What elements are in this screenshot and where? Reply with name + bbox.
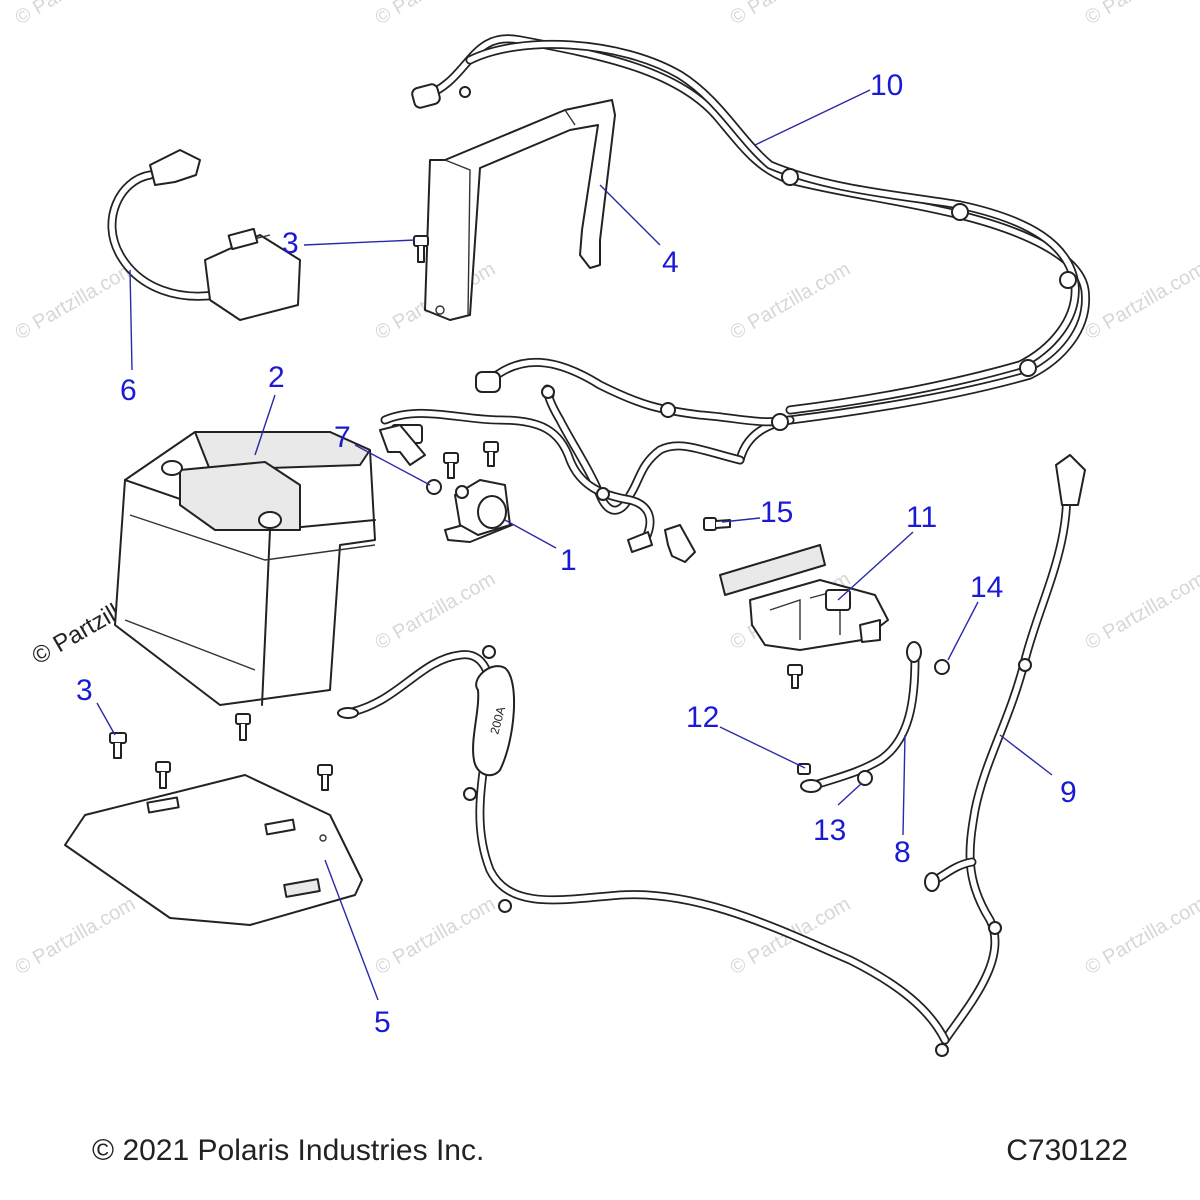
bolt[interactable] <box>443 452 459 479</box>
ring-terminal <box>411 83 441 109</box>
watermark: © Partzilla.com <box>1082 0 1200 29</box>
watermark: © Partzilla.com <box>12 0 140 29</box>
ring-terminal <box>627 531 653 553</box>
watermark: © Partzilla.com <box>727 0 855 29</box>
copyright-notice: © 2021 Polaris Industries Inc. <box>92 1134 485 1167</box>
bolt[interactable] <box>109 732 127 759</box>
leader-lines <box>96 89 1053 1001</box>
callout-2: 2 <box>268 361 285 394</box>
callout-9: 9 <box>1060 776 1077 809</box>
bolt[interactable] <box>235 713 251 741</box>
callout-1: 1 <box>560 544 577 577</box>
cable-clip <box>660 402 676 418</box>
callouts: 1 2 3 3 4 5 6 7 8 9 10 11 12 13 14 15 <box>76 69 1077 1039</box>
callout-10: 10 <box>870 69 903 102</box>
watermark: © Partzilla.com <box>372 0 500 29</box>
main-harness[interactable] <box>380 34 1091 553</box>
bolt[interactable] <box>787 664 803 689</box>
callout-11: 11 <box>906 501 937 534</box>
cable-clip <box>1019 359 1037 377</box>
starter-solenoid[interactable] <box>444 479 513 543</box>
terminal-bracket[interactable] <box>664 524 696 563</box>
bracket-small[interactable] <box>379 424 426 466</box>
nut[interactable] <box>857 770 873 786</box>
watermark: © Partzilla.com <box>1082 258 1200 344</box>
nut[interactable] <box>426 479 442 495</box>
callout-14: 14 <box>970 571 1003 604</box>
watermark: © Partzilla.com <box>12 258 140 344</box>
battery-tray-plate[interactable] <box>64 774 363 926</box>
cable-clip <box>541 385 555 399</box>
positive-battery-cable[interactable] <box>924 454 1086 1057</box>
inline-fuse <box>472 665 515 777</box>
ground-strap[interactable] <box>800 641 922 793</box>
watermark: © Partzilla.com <box>1082 893 1200 979</box>
battery-terminal <box>161 460 183 476</box>
watermark: © Partzilla.com <box>372 568 500 654</box>
battery[interactable] <box>114 431 376 706</box>
bolt[interactable] <box>155 761 171 789</box>
battery-terminal <box>258 511 282 529</box>
callout-6: 6 <box>120 374 137 407</box>
fuse-relay-block[interactable] <box>719 544 889 651</box>
ring-terminal <box>475 371 501 393</box>
watermark: © Partzilla.com <box>727 258 855 344</box>
callout-4: 4 <box>662 246 679 279</box>
callout-8: 8 <box>894 836 911 869</box>
drawing-number: C730122 <box>1006 1134 1128 1167</box>
callout-7: 7 <box>334 421 351 454</box>
callout-3-upper: 3 <box>282 227 299 260</box>
watermark: © Partzilla.com <box>1082 568 1200 654</box>
callout-3-lower: 3 <box>76 674 93 707</box>
callout-15: 15 <box>760 496 793 529</box>
nut[interactable] <box>934 659 950 675</box>
bolt[interactable] <box>703 517 731 531</box>
cable-clip <box>951 203 969 221</box>
watermark: © Partzilla.com <box>372 893 500 979</box>
bolt[interactable] <box>413 235 429 263</box>
cable-clip <box>459 86 471 98</box>
watermark: © Partzilla.com <box>12 893 140 979</box>
cable-clip <box>596 487 610 501</box>
callout-5: 5 <box>374 1006 391 1039</box>
cable-clip <box>771 413 789 431</box>
bolt[interactable] <box>483 441 499 467</box>
callout-12: 12 <box>686 701 719 734</box>
cable-clip <box>1059 271 1077 289</box>
battery-hold-down-bracket[interactable] <box>424 99 616 321</box>
cable-clip <box>781 168 799 186</box>
battery-cable-short[interactable] <box>107 149 301 321</box>
bolt[interactable] <box>317 764 333 791</box>
main-battery-cable[interactable]: 200A <box>337 645 950 1045</box>
callout-13: 13 <box>813 814 846 847</box>
